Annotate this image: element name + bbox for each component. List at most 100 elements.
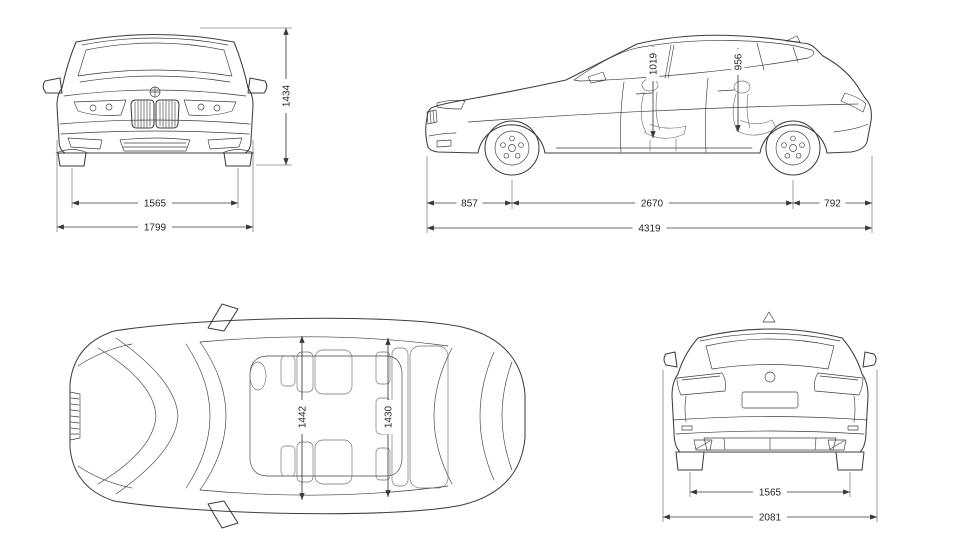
front-kidney-grille-right [155,99,180,129]
top-left-mirror [207,303,239,332]
front-left-headlight [73,99,127,116]
front-bumper-crease-1 [59,119,251,125]
rear-window [705,338,835,370]
front-right-intake [207,137,243,150]
dim-value: 1799 [144,223,167,234]
side-rear-bumper-crease [833,123,869,133]
front-roof-line [81,37,229,46]
side-rear-wheel-rim [775,130,811,166]
top-grille-hatch [69,391,81,441]
rear-track-dim-label: 1565 [753,485,787,499]
front-grille-slats [134,100,176,128]
dim-label-halo [295,400,309,434]
rear-left-mirror [663,351,678,368]
rear-diffuser [703,437,837,451]
dim-label-halo [819,196,846,210]
wheelbase-dim-label: 2670 [635,196,669,210]
dim-value: 1565 [144,199,167,210]
dim-label-halo [279,79,293,113]
front-track-dim-label: 1565 [138,196,172,210]
brand-roundel-cross [149,86,161,98]
top-right-mirror [207,500,239,529]
rear-lower-bumper-line [675,430,865,435]
top-cowl-arc [185,343,211,489]
rear-exhaust-left [693,439,713,451]
top-rear-window-arc [433,347,453,485]
front-right-headlight [183,99,237,116]
dim-value: 2081 [759,513,782,524]
rear-overhang-dim-label: 792 [819,196,846,210]
rear-view: 1565 2081 [662,311,878,524]
side-glasshouse [573,40,815,82]
front-right-mirror [247,77,268,94]
dim-value: 1565 [759,488,782,499]
front-tire-arcs [55,149,255,154]
side-rear-seat [732,80,777,136]
rear-right-wheel [835,451,865,471]
side-door-seams [620,77,709,153]
top-windshield-arc [199,341,227,491]
dim-label-halo [635,196,669,210]
front-extension-lines [56,27,292,232]
rear-roof-spoiler-line [699,333,841,342]
rear-license-plate [741,391,799,409]
dim-label-halo [753,485,787,499]
side-taillight [840,92,867,113]
rear-headroom-dim-label: 956 [731,49,745,75]
top-view: 1442 1430 [69,303,526,529]
dim-value: 857 [461,199,478,210]
side-headlight [436,100,466,110]
dim-label-halo [731,49,745,75]
side-front-seat [640,78,687,152]
side-front-wheel-rim [494,130,530,166]
front-center-intake [119,137,191,152]
dim-value: 956 [734,53,745,70]
front-right-headlight-lens-2 [197,103,205,111]
top-hood-cutlines [97,337,179,495]
top-front-seats [280,349,353,485]
top-headlight-lines [77,343,133,489]
top-roof-panel [249,355,403,477]
front-cowl-line [79,75,231,83]
side-front-wheel-tire [484,120,540,176]
side-rear-wheel-lugs [781,135,805,159]
side-extension-lines [426,156,873,233]
dim-value: 792 [824,199,841,210]
front-left-headlight-lens [89,104,97,112]
top-tailgate-arc [479,351,495,481]
rear-interior-width-dim-label: 1430 [381,400,395,434]
side-front-wheel-hub [508,144,516,152]
side-kidney-grille [426,109,438,125]
front-windshield [77,42,233,77]
side-rear-wheel-tire [765,120,821,176]
side-antenna-fin [785,35,801,43]
overall-length-dim-label: 4319 [632,221,667,235]
front-kidney-grille-left [130,99,155,129]
front-right-wheel [223,152,253,167]
rear-exhaust-right [827,439,847,451]
front-left-wheel [57,152,87,167]
front-left-mirror [42,77,63,94]
front-headroom-dim-label: 1019 [646,47,660,81]
front-width-dim-label: 1799 [138,220,172,234]
dim-value: 1019 [649,52,660,75]
side-view: 1019 956 857 2670 792 4319 [425,34,873,235]
rear-width-dim-label: 2081 [753,510,787,524]
dim-label-halo [456,196,483,210]
rear-right-mirror [862,351,877,368]
rear-left-wheel [675,451,705,471]
rear-right-taillight [814,372,864,396]
dim-value: 4319 [638,224,661,235]
front-left-intake [67,137,103,150]
top-steering-wheel [249,361,267,391]
dim-value: 1442 [298,405,309,428]
rear-hatch-seams [684,395,856,423]
dim-label-halo [632,221,667,235]
side-front-bumper-lines [428,132,457,148]
side-front-wheel-lugs [500,135,524,159]
rear-reflectors [681,425,859,431]
side-quarter-window-line [792,46,799,63]
dim-value: 2670 [641,199,664,210]
side-mirror [587,71,607,84]
front-view: 1434 1565 1799 [42,27,293,234]
